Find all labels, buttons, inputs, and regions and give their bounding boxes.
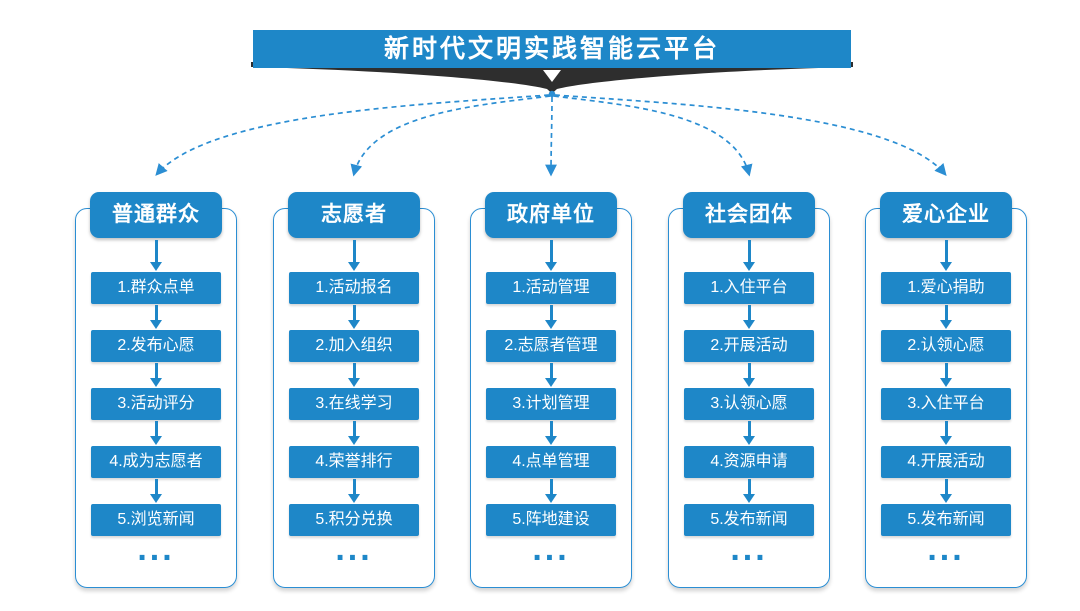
column-volunteer: 志愿者 1.活动报名 2.加入组织 3.在线学习 4.荣誉排行 5.积分兑换 .… <box>272 192 436 590</box>
column-charity-enterprise: 爱心企业 1.爱心捐助 2.认领心愿 3.入住平台 4.开展活动 5.发布新闻 … <box>864 192 1028 590</box>
connector-line-5 <box>554 94 947 176</box>
down-arrow <box>743 305 755 329</box>
down-arrow <box>940 240 952 271</box>
down-arrow <box>940 363 952 387</box>
down-arrow <box>150 305 162 329</box>
step-box: 2.发布心愿 <box>91 330 221 362</box>
step-box: 2.加入组织 <box>289 330 419 362</box>
down-arrow <box>348 421 360 445</box>
step-box: 5.阵地建设 <box>486 504 616 536</box>
down-arrow <box>940 305 952 329</box>
more-dots: ... <box>335 530 373 568</box>
step-box: 2.认领心愿 <box>881 330 1011 362</box>
step-box: 4.资源申请 <box>684 446 814 478</box>
more-dots: ... <box>927 530 965 568</box>
step-box: 5.浏览新闻 <box>91 504 221 536</box>
step-box: 5.发布新闻 <box>881 504 1011 536</box>
down-arrow <box>545 363 557 387</box>
step-box: 2.志愿者管理 <box>486 330 616 362</box>
down-arrow <box>743 479 755 503</box>
more-dots: ... <box>137 530 175 568</box>
down-arrow <box>940 479 952 503</box>
step-box: 1.群众点单 <box>91 272 221 304</box>
down-arrow <box>150 479 162 503</box>
step-box: 3.计划管理 <box>486 388 616 420</box>
down-arrow <box>150 421 162 445</box>
down-arrow <box>348 240 360 271</box>
column-header: 政府单位 <box>485 192 617 238</box>
down-arrow <box>545 240 557 271</box>
connector-line-3 <box>545 96 557 177</box>
down-arrow <box>545 305 557 329</box>
step-box: 3.在线学习 <box>289 388 419 420</box>
step-box: 4.荣誉排行 <box>289 446 419 478</box>
down-arrow-icon <box>543 70 561 82</box>
step-box: 3.活动评分 <box>91 388 221 420</box>
step-box: 2.开展活动 <box>684 330 814 362</box>
column-header: 普通群众 <box>90 192 222 238</box>
column-government: 政府单位 1.活动管理 2.志愿者管理 3.计划管理 4.点单管理 5.阵地建设… <box>469 192 633 590</box>
column-social-group: 社会团体 1.入住平台 2.开展活动 3.认领心愿 4.资源申请 5.发布新闻 … <box>667 192 831 590</box>
step-box: 1.活动管理 <box>486 272 616 304</box>
column-header: 社会团体 <box>683 192 815 238</box>
step-box: 4.开展活动 <box>881 446 1011 478</box>
column-header: 爱心企业 <box>880 192 1012 238</box>
down-arrow <box>348 363 360 387</box>
down-arrow <box>940 421 952 445</box>
down-arrow <box>348 305 360 329</box>
connector-line-2 <box>350 95 551 177</box>
down-arrow <box>743 421 755 445</box>
down-arrow <box>150 240 162 271</box>
column-header: 志愿者 <box>288 192 420 238</box>
page-title: 新时代文明实践智能云平台 <box>253 30 851 68</box>
step-box: 1.活动报名 <box>289 272 419 304</box>
down-arrow <box>545 421 557 445</box>
down-arrow <box>545 479 557 503</box>
step-box: 3.入住平台 <box>881 388 1011 420</box>
step-box: 1.入住平台 <box>684 272 814 304</box>
connector-line-4 <box>553 95 753 177</box>
more-dots: ... <box>532 530 570 568</box>
step-box: 4.点单管理 <box>486 446 616 478</box>
connector-overlay <box>155 62 947 177</box>
step-box: 5.积分兑换 <box>289 504 419 536</box>
column-ordinary-public: 普通群众 1.群众点单 2.发布心愿 3.活动评分 4.成为志愿者 5.浏览新闻… <box>74 192 238 590</box>
more-dots: ... <box>730 530 768 568</box>
step-box: 3.认领心愿 <box>684 388 814 420</box>
down-arrow <box>743 240 755 271</box>
hub-node-icon <box>548 90 556 98</box>
down-arrow <box>150 363 162 387</box>
down-arrow <box>348 479 360 503</box>
step-box: 1.爱心捐助 <box>881 272 1011 304</box>
connector-line-1 <box>155 94 550 176</box>
down-arrow <box>743 363 755 387</box>
step-box: 4.成为志愿者 <box>91 446 221 478</box>
step-box: 5.发布新闻 <box>684 504 814 536</box>
